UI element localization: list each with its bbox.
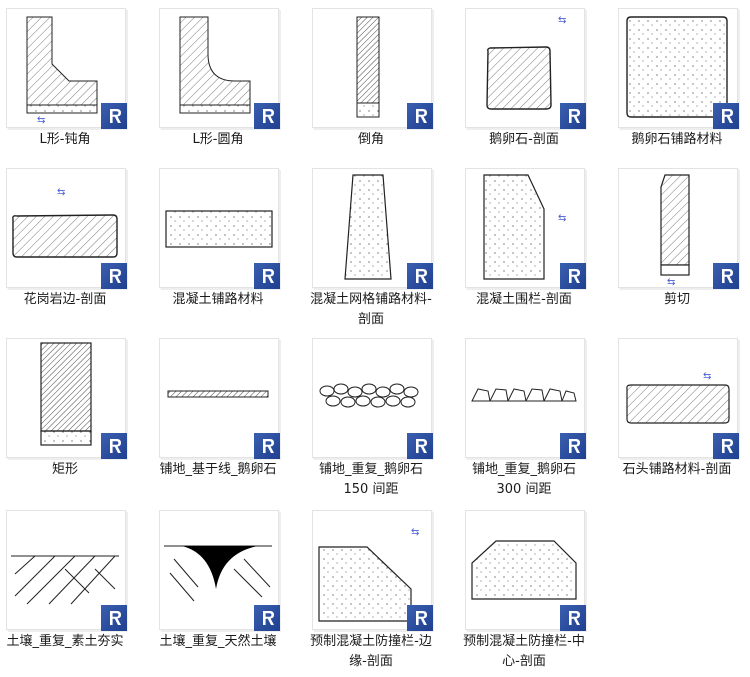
l-shape-obtuse-icon: ⇆ <box>6 8 127 129</box>
tile-chamfer[interactable]: 倒角 <box>306 0 456 170</box>
tile-shear[interactable]: ⇆ 剪切 <box>612 160 750 330</box>
tile-l-shape-rounded[interactable]: L形-圆角 <box>153 0 303 170</box>
tile-label: 预制混凝土防撞栏-中心-剖面 <box>463 634 585 669</box>
tile-label: 石头铺路材料-剖面 <box>622 462 732 477</box>
tile-soil-repeat-natural[interactable]: 土壤_重复_天然土壤 <box>153 502 303 672</box>
paving-repeat-cobblestone-300-icon <box>465 338 586 459</box>
svg-text:⇆: ⇆ <box>667 277 675 287</box>
tile-precast-barrier-center-section[interactable]: 预制混凝土防撞栏-中心-剖面 <box>459 502 609 672</box>
revit-logo-icon <box>101 103 127 129</box>
tile-label: 土壤_重复_素土夯实 <box>6 634 124 649</box>
revit-logo-icon <box>713 263 739 289</box>
chamfer-icon <box>312 8 433 129</box>
tile-label: 混凝土围栏-剖面 <box>476 292 572 307</box>
tile-label: L形-钝角 <box>39 132 91 147</box>
revit-logo-icon <box>101 433 127 459</box>
soil-repeat-natural-icon <box>159 510 280 631</box>
tile-label: 鹅卵石-剖面 <box>489 132 559 147</box>
revit-logo-icon <box>101 263 127 289</box>
svg-text:⇆: ⇆ <box>703 371 711 382</box>
soil-repeat-compacted-icon <box>6 510 127 631</box>
l-shape-rounded-icon <box>159 8 280 129</box>
tile-granite-edge-section[interactable]: ⇆ 花岗岩边-剖面 <box>0 160 150 330</box>
revit-logo-icon <box>101 605 127 631</box>
precast-barrier-center-section-icon <box>465 510 586 631</box>
tile-label: L形-圆角 <box>192 132 244 147</box>
revit-logo-icon <box>560 605 586 631</box>
tile-label: 鹅卵石铺路材料 <box>631 132 723 147</box>
tile-concrete-paving[interactable]: 混凝土铺路材料 <box>153 160 303 330</box>
tile-stone-paving-section[interactable]: ⇆ 石头铺路材料-剖面 <box>612 330 750 500</box>
tile-rectangle[interactable]: 矩形 <box>0 330 150 500</box>
tile-cobblestone-section[interactable]: ⇆ 鹅卵石-剖面 <box>459 0 609 170</box>
paving-repeat-cobblestone-150-icon <box>312 338 433 459</box>
revit-logo-icon <box>407 605 433 631</box>
tile-label: 花岗岩边-剖面 <box>23 292 107 307</box>
revit-logo-icon <box>254 103 280 129</box>
concrete-paving-icon <box>159 168 280 289</box>
revit-logo-icon <box>254 263 280 289</box>
svg-text:⇆: ⇆ <box>558 213 566 224</box>
tile-paving-repeat-cobblestone-150[interactable]: 铺地_重复_鹅卵石 150 间距 <box>306 330 456 500</box>
tile-precast-barrier-edge-section[interactable]: ⇆ 预制混凝土防撞栏-边缘-剖面 <box>306 502 456 672</box>
tile-label: 预制混凝土防撞栏-边缘-剖面 <box>310 634 432 669</box>
revit-logo-icon <box>713 103 739 129</box>
revit-logo-icon <box>407 263 433 289</box>
tile-label: 铺地_重复_鹅卵石 150 间距 <box>318 462 423 497</box>
revit-logo-icon <box>560 433 586 459</box>
revit-logo-icon <box>560 263 586 289</box>
cobblestone-paving-icon <box>618 8 739 129</box>
concrete-fence-section-icon: ⇆ <box>465 168 586 289</box>
tile-label: 剪切 <box>663 292 690 307</box>
tile-label: 矩形 <box>51 462 78 477</box>
tile-concrete-fence-section[interactable]: ⇆ 混凝土围栏-剖面 <box>459 160 609 330</box>
tile-paving-repeat-cobblestone-300[interactable]: 铺地_重复_鹅卵石 300 间距 <box>459 330 609 500</box>
paving-line-cobblestone-icon <box>159 338 280 459</box>
tile-paving-line-cobblestone[interactable]: 铺地_基于线_鹅卵石 <box>153 330 303 500</box>
svg-text:⇆: ⇆ <box>57 187 65 198</box>
tile-label: 混凝土铺路材料 <box>172 292 264 307</box>
tile-cobblestone-paving[interactable]: 鹅卵石铺路材料 <box>612 0 750 170</box>
svg-text:⇆: ⇆ <box>411 527 419 538</box>
svg-text:⇆: ⇆ <box>558 15 566 26</box>
tile-label: 铺地_基于线_鹅卵石 <box>159 462 277 477</box>
svg-text:⇆: ⇆ <box>37 115 45 126</box>
revit-logo-icon <box>254 433 280 459</box>
stone-paving-section-icon: ⇆ <box>618 338 739 459</box>
revit-logo-icon <box>713 433 739 459</box>
tile-label: 倒角 <box>357 132 384 147</box>
concrete-grid-paving-section-icon <box>312 168 433 289</box>
cobblestone-section-icon: ⇆ <box>465 8 586 129</box>
granite-edge-section-icon: ⇆ <box>6 168 127 289</box>
rectangle-icon <box>6 338 127 459</box>
precast-barrier-edge-section-icon: ⇆ <box>312 510 433 631</box>
tile-l-shape-obtuse[interactable]: ⇆ L形-钝角 <box>0 0 150 170</box>
revit-logo-icon <box>560 103 586 129</box>
revit-logo-icon <box>407 103 433 129</box>
tile-concrete-grid-paving-section[interactable]: 混凝土网格铺路材料-剖面 <box>306 160 456 330</box>
shear-icon: ⇆ <box>618 168 739 289</box>
tile-label: 混凝土网格铺路材料-剖面 <box>310 292 432 327</box>
tile-label: 铺地_重复_鹅卵石 300 间距 <box>471 462 576 497</box>
revit-logo-icon <box>407 433 433 459</box>
tile-label: 土壤_重复_天然土壤 <box>159 634 277 649</box>
tile-soil-repeat-compacted[interactable]: 土壤_重复_素土夯实 <box>0 502 150 672</box>
revit-logo-icon <box>254 605 280 631</box>
